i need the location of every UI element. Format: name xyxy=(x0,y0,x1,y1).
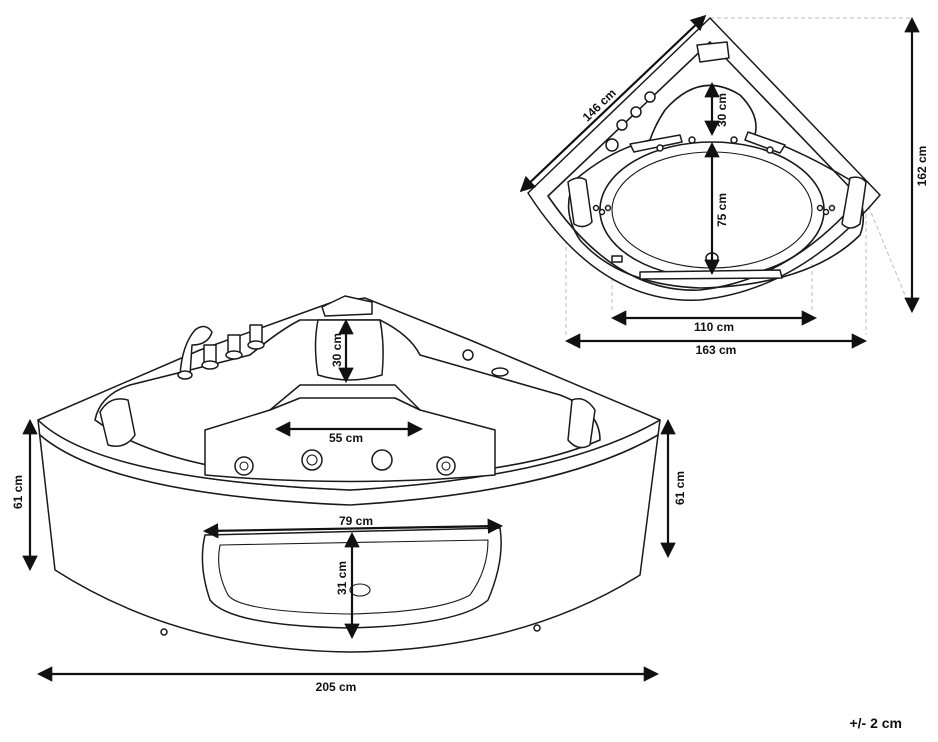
label-110: 110 cm xyxy=(694,320,734,334)
seat-top xyxy=(269,397,421,411)
top-headrest xyxy=(696,41,730,63)
label-162: 162 cm xyxy=(915,146,929,187)
dim-line-79 xyxy=(202,518,504,539)
apron-top-band xyxy=(39,434,659,506)
label-61-left: 61 cm xyxy=(11,475,25,509)
apron-screw-right xyxy=(533,624,541,632)
top-inner-rim xyxy=(547,41,861,291)
label-61-right: 61 cm xyxy=(673,471,687,505)
deck-button-1 xyxy=(462,349,474,361)
label-31: 31 cm xyxy=(335,561,349,595)
top-view: 146 cm 162 cm 30 cm 75 cm 110 cm 163 cm xyxy=(519,14,929,357)
faucet-set xyxy=(177,324,265,380)
tolerance-note: +/- 2 cm xyxy=(849,715,902,731)
hand-shower xyxy=(179,325,213,376)
seat-jets xyxy=(234,449,456,476)
valve-1-base xyxy=(201,360,219,370)
valve-3-base xyxy=(247,340,265,350)
pillow-right xyxy=(567,398,596,449)
backrest xyxy=(314,319,384,381)
deck-button-2 xyxy=(491,367,509,377)
headrest xyxy=(321,295,373,317)
perspective-view: 30 cm 55 cm 61 cm 61 cm 79 cm 31 cm 205 … xyxy=(11,295,687,694)
top-arm-right xyxy=(744,131,786,154)
label-top-30: 30 cm xyxy=(715,93,729,127)
label-55: 55 cm xyxy=(329,431,363,445)
label-205: 205 cm xyxy=(316,680,357,694)
shower-base xyxy=(177,370,193,380)
top-pillow-right xyxy=(841,176,867,229)
label-front-30: 30 cm xyxy=(330,333,344,367)
dim-line-146 xyxy=(519,14,707,193)
label-163: 163 cm xyxy=(696,343,737,357)
valve-2-base xyxy=(225,350,243,360)
pillow-left xyxy=(99,398,136,447)
label-75: 75 cm xyxy=(715,193,729,227)
label-79: 79 cm xyxy=(339,514,373,528)
apron-screw-left xyxy=(160,628,168,636)
